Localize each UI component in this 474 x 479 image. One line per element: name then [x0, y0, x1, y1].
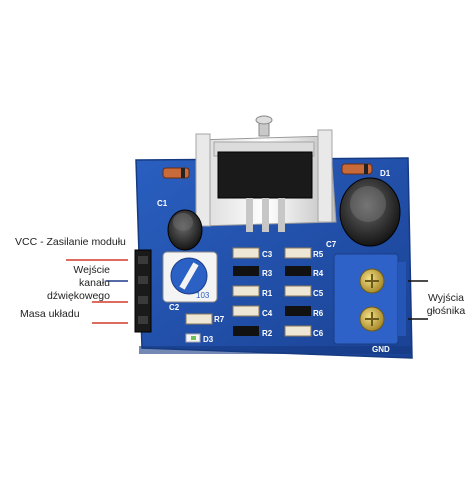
- label-d1: D1: [380, 169, 391, 178]
- label-r2: R2: [262, 329, 273, 338]
- annotation-ground: Masa układu: [20, 308, 80, 320]
- label-r4: R4: [313, 269, 324, 278]
- potentiometer: 103: [162, 251, 218, 303]
- annotation-vcc: VCC - Zasilanie modułu: [15, 236, 126, 248]
- diode-left: [162, 167, 190, 179]
- silkscreen-labels: C3 R5 R3 R4 R1 C5 C4 R6 R2 C6 R7 D3 C2 C…: [157, 199, 390, 354]
- label-gnd: GND: [372, 345, 390, 354]
- diode-d1: D1: [341, 163, 391, 178]
- annotation-output-line1: Wyjścia: [427, 292, 465, 304]
- smd-components: [185, 247, 312, 343]
- label-d3: D3: [203, 335, 214, 344]
- label-c3: C3: [262, 250, 273, 259]
- label-r7: R7: [214, 315, 225, 324]
- label-c1: C1: [157, 199, 168, 208]
- header-pins: [134, 249, 152, 333]
- label-r6: R6: [313, 309, 324, 318]
- label-r1: R1: [262, 289, 273, 298]
- screw-terminal: [333, 253, 406, 345]
- label-pot: 103: [196, 291, 210, 300]
- mounting-screw: [255, 115, 273, 137]
- annotation-output-line2: głośnika: [426, 305, 466, 317]
- label-c2: C2: [169, 303, 180, 312]
- label-r3: R3: [262, 269, 273, 278]
- capacitor-c7: C7: [326, 177, 401, 249]
- label-r5: R5: [313, 250, 324, 259]
- annotation-input-line2: kanału: [79, 277, 110, 289]
- capacitor-c1: [167, 209, 203, 251]
- amplifier-ic: [217, 151, 313, 232]
- label-c5: C5: [313, 289, 324, 298]
- label-c7: C7: [326, 240, 337, 249]
- label-c4: C4: [262, 309, 273, 318]
- annotation-input-line1: Wejście: [73, 264, 110, 276]
- annotation-input-line3: dźwiękowego: [46, 290, 110, 302]
- label-c6: C6: [313, 329, 324, 338]
